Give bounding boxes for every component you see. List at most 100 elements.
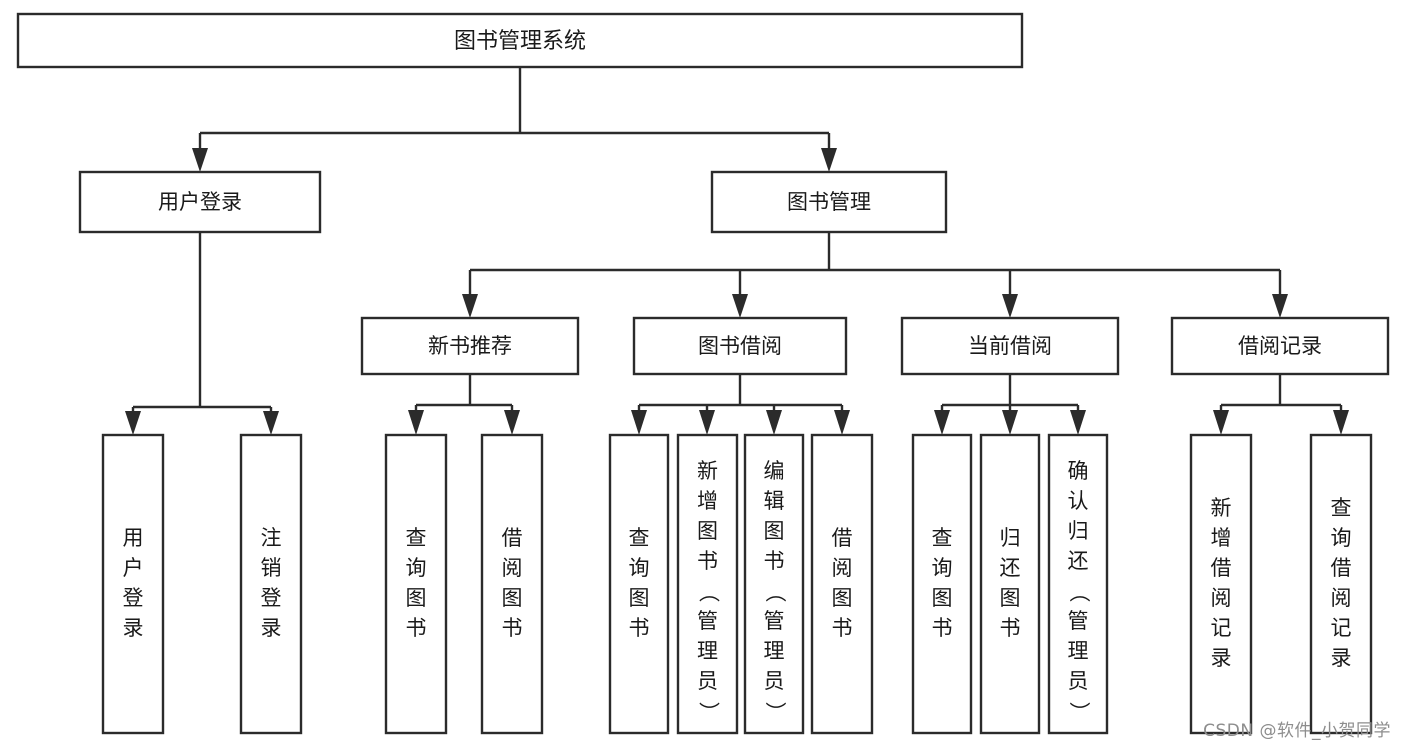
node-book-borrow[interactable]: 图书借阅	[632, 316, 848, 376]
glyph: 图	[764, 519, 785, 543]
node-leaf-query-book-rec-rect[interactable]	[384, 433, 448, 735]
glyph: 确	[1068, 459, 1089, 483]
glyph: 录	[261, 616, 282, 640]
glyph: 书	[629, 616, 650, 640]
node-new-book-rec-label: 新书推荐	[428, 334, 512, 358]
node-book-manage[interactable]: 图书管理	[710, 170, 948, 234]
node-book-manage-rect[interactable]	[710, 170, 948, 234]
connector-layer	[125, 67, 1349, 435]
node-borrow-record-rect[interactable]	[1170, 316, 1390, 376]
glyph: （	[697, 582, 721, 603]
glyph: 书	[502, 616, 523, 640]
glyph: 阅	[1331, 586, 1352, 610]
node-leaf-logout-rect[interactable]	[239, 433, 303, 735]
arrowhead-leaf-query-book-bor	[631, 410, 647, 435]
node-root-label: 图书管理系统	[454, 29, 586, 54]
glyph: 书	[932, 616, 953, 640]
node-borrow-record[interactable]: 借阅记录	[1170, 316, 1390, 376]
node-user-login-rect[interactable]	[78, 170, 322, 234]
node-leaf-return-book-rect[interactable]	[979, 433, 1041, 735]
node-leaf-query-book-bor-rect[interactable]	[608, 433, 670, 735]
node-borrow-record-label: 借阅记录	[1238, 334, 1322, 358]
glyph: 编	[764, 459, 785, 483]
glyph: 还	[1068, 549, 1089, 573]
glyph: 图	[932, 586, 953, 610]
glyph: 归	[1068, 519, 1089, 543]
node-leaf-add-record-rect[interactable]	[1189, 433, 1253, 735]
glyph: 管	[764, 609, 785, 633]
glyph: 借	[502, 526, 523, 550]
glyph: 借	[1331, 556, 1352, 580]
glyph: 图	[1000, 586, 1021, 610]
node-leaf-borrow-book-bor-rect[interactable]	[810, 433, 874, 735]
arrowhead-leaf-edit-book	[766, 410, 782, 435]
node-leaf-query-book-cur-rect[interactable]	[911, 433, 973, 735]
node-new-book-rec-rect[interactable]	[360, 316, 580, 376]
node-user-login[interactable]: 用户登录	[78, 170, 322, 234]
node-leaf-edit-book-rect[interactable]	[743, 433, 805, 735]
node-new-book-rec[interactable]: 新书推荐	[360, 316, 580, 376]
node-root-rect[interactable]	[16, 12, 1024, 69]
arrowhead-new-book-rec	[462, 294, 478, 318]
glyph: 登	[123, 586, 144, 610]
glyph: 录	[123, 616, 144, 640]
glyph: 录	[1211, 646, 1232, 670]
glyph: ）	[763, 702, 787, 723]
arrowhead-leaf-query-record	[1333, 410, 1349, 435]
glyph: 管	[1068, 609, 1089, 633]
arrowhead-leaf-query-book-cur	[934, 410, 950, 435]
glyph: 查	[406, 526, 427, 550]
glyph: 归	[1000, 526, 1021, 550]
glyph: 询	[629, 556, 650, 580]
arrowhead-user-login	[192, 148, 208, 172]
arrowhead-leaf-logout	[263, 411, 279, 435]
node-leaf-confirm-return-rect[interactable]	[1047, 433, 1109, 735]
glyph: 录	[1331, 646, 1352, 670]
node-leaf-user-login-rect[interactable]	[101, 433, 165, 735]
node-current-borrow-rect[interactable]	[900, 316, 1120, 376]
node-leaf-borrow-book-rec-rect[interactable]	[480, 433, 544, 735]
node-book-borrow-rect[interactable]	[632, 316, 848, 376]
node-layer: 图书管理系统 用户登录 图书管理 新书推荐 图书借阅	[16, 12, 1390, 735]
glyph: 查	[932, 526, 953, 550]
glyph: 登	[261, 586, 282, 610]
node-current-borrow-label: 当前借阅	[968, 334, 1052, 358]
leaf-rect-layer	[101, 433, 1373, 735]
arrowhead-leaf-add-book	[699, 410, 715, 435]
arrowhead-leaf-return-book	[1002, 410, 1018, 435]
arrowhead-leaf-user-login	[125, 411, 141, 435]
glyph: 图	[502, 586, 523, 610]
node-leaf-add-book-rect[interactable]	[676, 433, 739, 735]
glyph: 书	[832, 616, 853, 640]
glyph: 用	[123, 526, 144, 550]
glyph: 认	[1068, 489, 1089, 513]
node-current-borrow[interactable]: 当前借阅	[900, 316, 1120, 376]
glyph: 记	[1331, 616, 1352, 640]
glyph: 还	[1000, 556, 1021, 580]
arrowhead-book-borrow	[732, 294, 748, 318]
glyph: 增	[1211, 526, 1232, 550]
glyph: 理	[697, 639, 718, 663]
arrowhead-borrow-record	[1272, 294, 1288, 318]
node-leaf-query-record-rect[interactable]	[1309, 433, 1373, 735]
glyph: 理	[1068, 639, 1089, 663]
glyph: 员	[1068, 669, 1089, 693]
arrowhead-book-manage	[821, 148, 837, 172]
node-root[interactable]: 图书管理系统	[16, 12, 1024, 69]
glyph: 借	[832, 526, 853, 550]
glyph: 图	[697, 519, 718, 543]
glyph: ）	[1067, 702, 1091, 723]
glyph: 阅	[832, 556, 853, 580]
glyph: （	[1067, 582, 1091, 603]
